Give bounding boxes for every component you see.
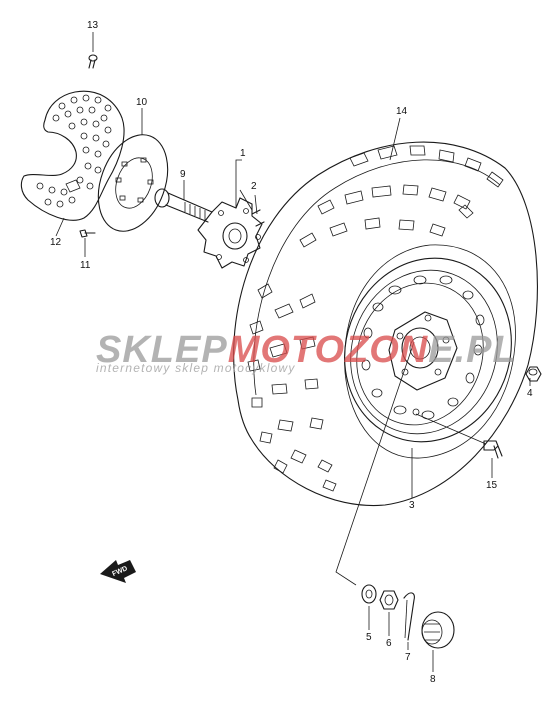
- callout-5: 5: [366, 632, 372, 643]
- callout-7: 7: [405, 652, 411, 663]
- axle-shaft-drawing: [154, 188, 213, 223]
- callout-4: 4: [527, 388, 533, 399]
- watermark-tagline: internetowy sklep motocyklowy: [96, 361, 296, 375]
- watermark-part-epl: E.PL: [428, 329, 516, 371]
- watermark-logo: SKLEPMOTOZONE.PL: [96, 329, 517, 371]
- washer-5-drawing: [361, 584, 377, 604]
- tire-drawing: [233, 141, 538, 507]
- callout-14: 14: [396, 106, 408, 117]
- watermark-part-sklep: SKLEP: [96, 329, 228, 371]
- hub-cap-8-drawing: [421, 611, 455, 649]
- fwd-arrow: FWD: [100, 560, 136, 583]
- callout-10: 10: [136, 97, 148, 108]
- callout-12: 12: [50, 237, 62, 248]
- leader-lines: [55, 32, 531, 672]
- callout-1: 1: [240, 148, 246, 159]
- nut-4-drawing: [525, 366, 542, 382]
- callout-3: 3: [409, 500, 415, 511]
- rim-drawing: [344, 257, 512, 443]
- screw-13-drawing: [88, 54, 98, 69]
- callout-2: 2: [251, 181, 257, 192]
- disc-cover-drawing: [20, 90, 125, 221]
- watermark: SKLEPMOTOZONE.PL internetowy sklep motoc…: [96, 329, 517, 375]
- callout-numbers: 13 10 9 1 2 14 12 11 4 15 3 5 6 7 8: [50, 20, 533, 685]
- callout-11: 11: [80, 260, 91, 271]
- callout-9: 9: [180, 169, 186, 180]
- brake-disc-drawing: [97, 134, 169, 232]
- bolt-11-drawing: [79, 229, 96, 238]
- watermark-part-moto: MOTO: [228, 329, 345, 371]
- callout-8: 8: [430, 674, 436, 685]
- watermark-part-zon: ZON: [344, 329, 429, 371]
- stud-15-drawing: [483, 440, 503, 459]
- callout-6: 6: [386, 638, 392, 649]
- cotter-pin-7-drawing: [403, 592, 415, 641]
- callout-13: 13: [87, 20, 99, 31]
- callout-15: 15: [486, 480, 498, 491]
- castle-nut-6-drawing: [379, 590, 399, 610]
- hub-drawing: [197, 197, 265, 269]
